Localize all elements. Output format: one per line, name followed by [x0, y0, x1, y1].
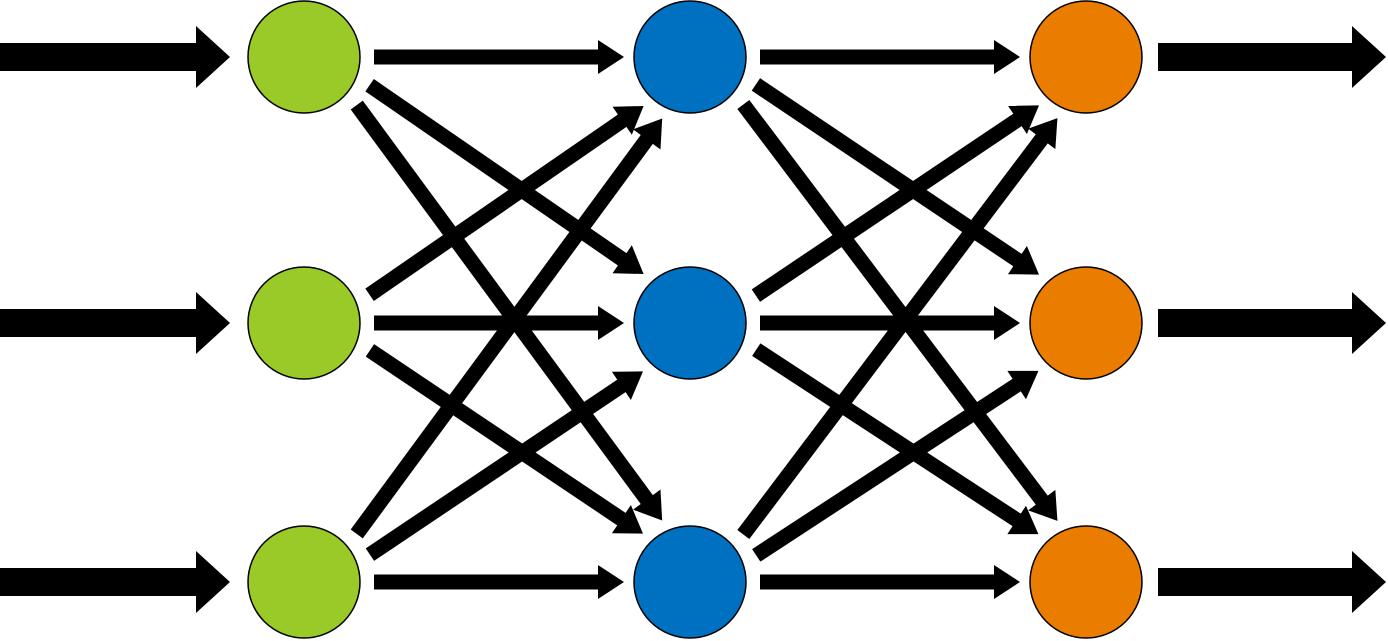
input-arrow-2 [0, 292, 230, 354]
connection-l1-n1-to-n1 [374, 40, 624, 74]
connection-l1-n2-to-n1 [365, 105, 644, 301]
output-arrow-2 [1158, 292, 1386, 354]
output-arrow-1 [1158, 26, 1386, 88]
arrow-head [1007, 505, 1039, 535]
connection-l2-n1-to-n3 [737, 99, 1058, 521]
output-node-1 [1029, 0, 1143, 114]
arrow-head [1007, 105, 1040, 135]
arrow-head [1352, 26, 1386, 88]
arrow-shaft [365, 344, 628, 527]
arrow-head [1028, 118, 1058, 150]
output-node-2 [1029, 266, 1143, 380]
arrow-head [598, 40, 624, 74]
arrow-head [994, 306, 1020, 340]
connection-l2-n2-to-n1 [751, 105, 1040, 302]
arrow-head [612, 245, 644, 275]
connection-l1-n3-to-n1 [350, 118, 663, 539]
connection-l2-n3-to-n3 [760, 565, 1020, 599]
arrow-head [1352, 292, 1386, 354]
arrow-head [196, 551, 230, 613]
hidden-node-3 [633, 525, 747, 639]
network-nodes [247, 0, 1143, 639]
input-node-3 [247, 525, 361, 639]
arrow-head [611, 371, 643, 401]
arrow-head [612, 105, 644, 135]
arrow-shaft [737, 132, 1049, 540]
arrow-head [598, 565, 624, 599]
connection-l1-n3-to-n2 [365, 371, 643, 561]
connection-l2-n2-to-n2 [760, 306, 1020, 340]
arrow-head [994, 40, 1020, 74]
arrow-head [994, 565, 1020, 599]
connection-arrows [0, 26, 1386, 613]
arrow-shaft [751, 112, 1024, 302]
arrow-shaft [350, 100, 655, 506]
arrow-head [633, 489, 663, 521]
hidden-node-1 [633, 0, 747, 114]
arrow-head [1352, 551, 1386, 613]
arrow-shaft [365, 113, 629, 301]
input-node-2 [247, 266, 361, 380]
input-arrow-1 [0, 26, 230, 88]
arrow-head [196, 292, 230, 354]
hidden-node-2 [633, 266, 747, 380]
connection-l1-n2-to-n2 [374, 306, 624, 340]
arrow-head [1007, 370, 1039, 400]
arrow-head [633, 118, 663, 150]
connection-l2-n3-to-n2 [752, 370, 1039, 562]
input-arrow-3 [0, 551, 230, 613]
arrow-head [1028, 489, 1058, 521]
connection-l2-n3-to-n1 [737, 118, 1058, 540]
arrow-shaft [350, 133, 655, 539]
connection-l1-n3-to-n3 [374, 565, 624, 599]
output-node-3 [1029, 525, 1143, 639]
arrow-head [196, 26, 230, 88]
connection-l2-n2-to-n3 [752, 343, 1039, 535]
output-arrow-3 [1158, 551, 1386, 613]
connection-l2-n1-to-n1 [760, 40, 1020, 74]
arrow-head [611, 504, 643, 534]
connection-l1-n1-to-n3 [350, 100, 663, 521]
arrow-head [1007, 245, 1040, 275]
connection-l1-n2-to-n3 [365, 344, 643, 534]
arrow-shaft [752, 343, 1023, 528]
input-node-1 [247, 0, 361, 114]
arrow-shaft [365, 378, 628, 561]
arrow-shaft [752, 377, 1023, 562]
arrow-head [598, 306, 624, 340]
arrow-shaft [737, 99, 1049, 507]
